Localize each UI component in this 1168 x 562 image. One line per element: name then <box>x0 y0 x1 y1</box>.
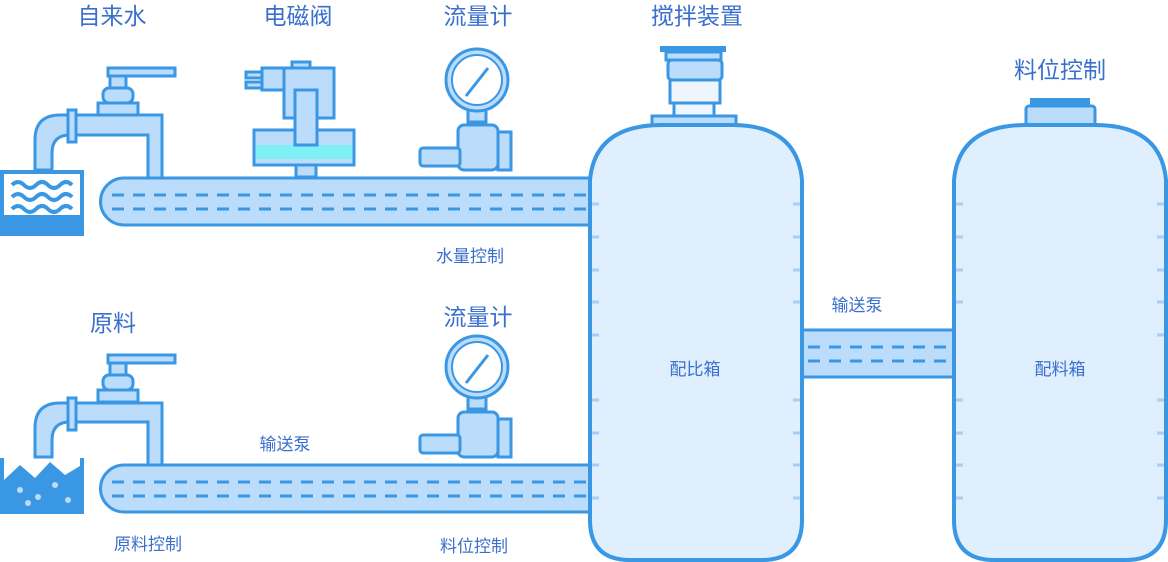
water-basin-icon <box>0 170 84 236</box>
label-agitator: 搅拌装置 <box>651 4 743 30</box>
raw-material-pipe-bottom <box>99 463 594 514</box>
mixing-tank <box>588 123 804 562</box>
transfer-pipe <box>798 328 958 379</box>
label-flowmeter-bottom: 流量计 <box>444 305 513 331</box>
faucet-icon-top <box>33 66 177 182</box>
label-flowmeter-top: 流量计 <box>444 4 513 30</box>
flowmeter-gauge-icon-bottom <box>418 334 513 459</box>
solenoid-valve-icon <box>244 60 356 179</box>
label-solenoid-valve: 电磁阀 <box>264 4 333 30</box>
label-pump-right: 输送泵 <box>832 296 883 316</box>
label-raw-material-control: 原料控制 <box>114 535 182 555</box>
flowmeter-gauge-icon-top <box>418 47 513 172</box>
raw-material-basin-icon <box>0 458 84 514</box>
agitator-icon <box>650 46 738 128</box>
mixing-tank-scale <box>592 202 800 500</box>
label-batching-tank: 配料箱 <box>1035 360 1086 380</box>
faucet-icon-bottom <box>33 353 177 469</box>
water-pipe-top <box>99 176 594 227</box>
label-mixing-tank: 配比箱 <box>670 360 721 380</box>
label-level-control-right: 料位控制 <box>1014 58 1106 84</box>
label-tap-water: 自来水 <box>78 4 147 30</box>
batching-tank <box>952 123 1168 562</box>
batching-tank-scale <box>956 202 1164 500</box>
level-sensor-icon <box>1024 98 1097 128</box>
label-level-control-bottom: 料位控制 <box>440 537 508 557</box>
label-raw-material: 原料 <box>90 311 136 337</box>
label-pump-bottom: 输送泵 <box>260 435 311 455</box>
label-water-control: 水量控制 <box>436 247 504 267</box>
